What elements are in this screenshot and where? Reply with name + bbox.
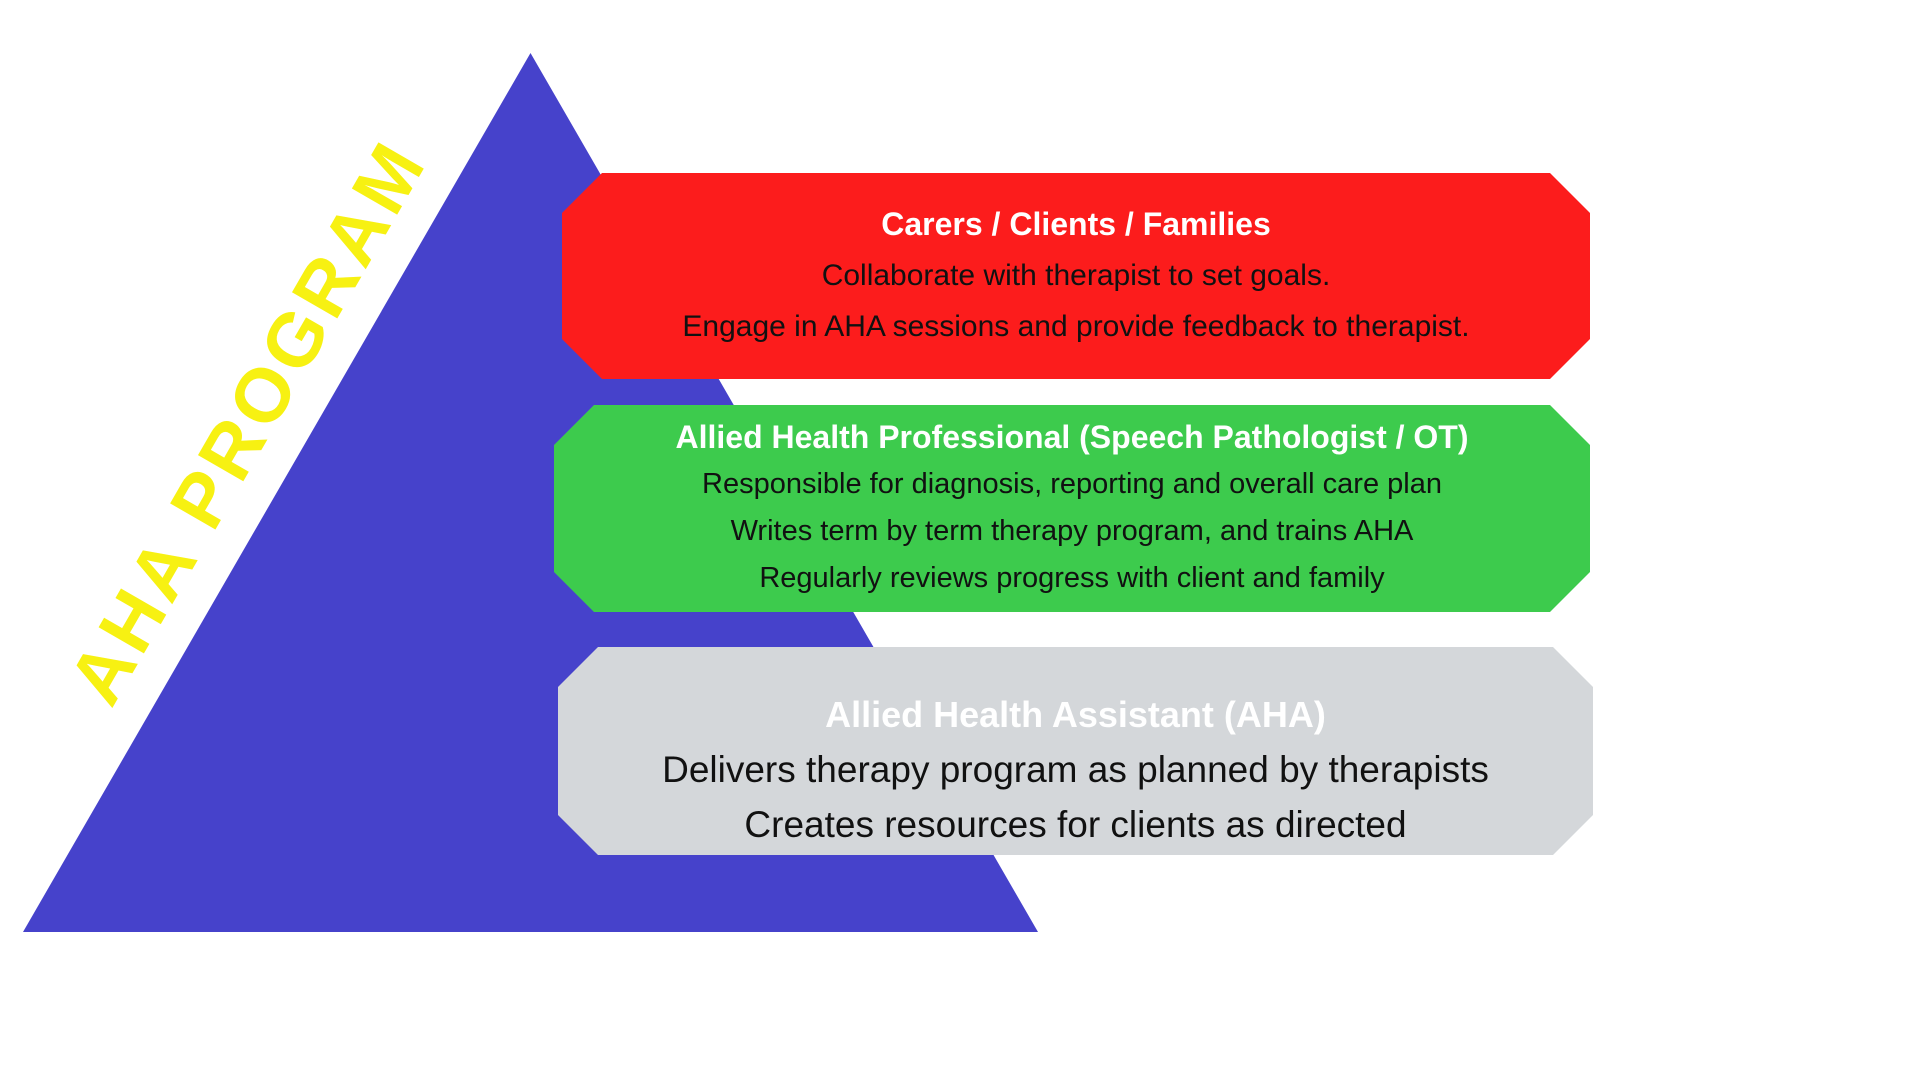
- tier-title: Allied Health Assistant (AHA): [825, 694, 1326, 735]
- tier-box-allied-health-assistant: Allied Health Assistant (AHA) Delivers t…: [558, 647, 1593, 855]
- tier-box-allied-health-professional: Allied Health Professional (Speech Patho…: [554, 405, 1590, 612]
- tier-line: Creates resources for clients as directe…: [744, 804, 1407, 845]
- tier-line: Responsible for diagnosis, reporting and…: [702, 468, 1442, 500]
- tier-line: Regularly reviews progress with client a…: [759, 562, 1385, 594]
- tier-title: Allied Health Professional (Speech Patho…: [675, 419, 1469, 455]
- tier-title: Carers / Clients / Families: [881, 206, 1271, 242]
- tier-line: Writes term by term therapy program, and…: [730, 515, 1414, 547]
- tier-box-carers-clients-families: Carers / Clients / Families Collaborate …: [562, 173, 1590, 379]
- tier-line: Collaborate with therapist to set goals.: [821, 259, 1331, 292]
- tier-line: Engage in AHA sessions and provide feedb…: [682, 310, 1470, 343]
- tier-line: Delivers therapy program as planned by t…: [662, 749, 1489, 790]
